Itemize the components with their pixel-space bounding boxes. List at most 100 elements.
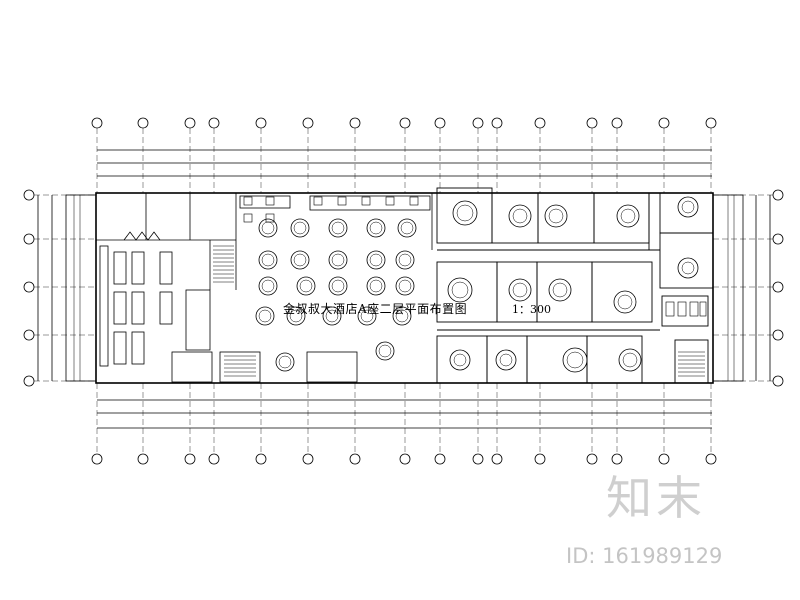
round-table [495,349,517,371]
table-top [369,221,383,235]
table-top [453,353,467,367]
watermark-logo: 知末 [606,471,706,525]
round-table [290,250,310,270]
square-table [313,196,323,206]
kitchen-stairs [213,245,256,377]
round-table [375,341,395,361]
table-top [369,253,383,267]
round-table [275,352,295,372]
square-table [243,213,253,223]
table-top [360,309,374,323]
axis-marker [658,117,670,129]
axis-marker [399,453,411,465]
table-top [456,204,474,222]
square-table [409,196,419,206]
square-table [361,196,371,206]
table-top [512,208,528,224]
table-top [620,208,636,224]
table-top [617,294,633,310]
axis-marker [208,117,220,129]
axis-grid-lines [34,128,773,454]
axis-marker [137,453,149,465]
axis-marker [491,453,503,465]
table-top [289,309,303,323]
table-top [398,279,412,293]
axis-marker [611,453,623,465]
square-table [265,213,275,223]
private-room-tables [447,196,699,373]
round-table [328,250,348,270]
watermark-id: ID: 161989129 [566,544,723,568]
round-table [258,250,278,270]
table-top [378,344,392,358]
round-table [366,276,386,296]
axis-marker [23,375,35,387]
round-table [290,218,310,238]
round-table [392,306,412,326]
axis-marker [184,453,196,465]
axis-marker [23,189,35,201]
axis-marker [772,329,784,341]
round-table [286,306,306,326]
table-top [681,200,695,214]
table-top [622,352,638,368]
round-table [296,276,316,296]
axis-marker [255,453,267,465]
round-table [544,204,568,228]
dining-hall [235,193,433,383]
square-table [385,196,395,206]
table-top [512,282,528,298]
round-table [366,218,386,238]
private-rooms [436,187,714,384]
round-table [677,257,699,279]
axis-marker [658,453,670,465]
square-table [337,196,347,206]
table-top [400,221,414,235]
axis-marker [705,117,717,129]
axis-marker [611,117,623,129]
round-table [508,278,532,302]
axis-marker [349,117,361,129]
axis-marker [434,117,446,129]
table-top [331,221,345,235]
toilet-fixtures [665,301,707,317]
table-top [369,279,383,293]
table-top [331,279,345,293]
axis-marker [302,117,314,129]
axis-marker [349,453,361,465]
building-outline [65,192,744,384]
axis-marker [586,453,598,465]
dimension-lines [37,149,771,429]
axis-markers-bottom [91,453,717,465]
round-table [613,290,637,314]
round-table [258,276,278,296]
axis-marker [705,453,717,465]
round-table [616,204,640,228]
hall-round-tables [255,218,417,372]
table-top [261,221,275,235]
table-top [261,279,275,293]
round-table [328,276,348,296]
round-table [618,348,642,372]
axis-marker [23,281,35,293]
kitchen-area [96,193,261,383]
axis-markers-left [23,189,35,387]
axis-marker [472,117,484,129]
table-top [499,353,513,367]
axis-marker [534,117,546,129]
hall-square-tables [243,196,419,223]
table-top [398,253,412,267]
square-table [265,196,275,206]
axis-marker [255,117,267,129]
axis-marker [772,281,784,293]
axis-marker [91,453,103,465]
round-table [357,306,377,326]
round-table [508,204,532,228]
axis-marker [137,117,149,129]
axis-marker [23,233,35,245]
round-table [562,347,588,373]
axis-marker [534,453,546,465]
axis-marker [208,453,220,465]
axis-marker [772,375,784,387]
axis-marker [91,117,103,129]
